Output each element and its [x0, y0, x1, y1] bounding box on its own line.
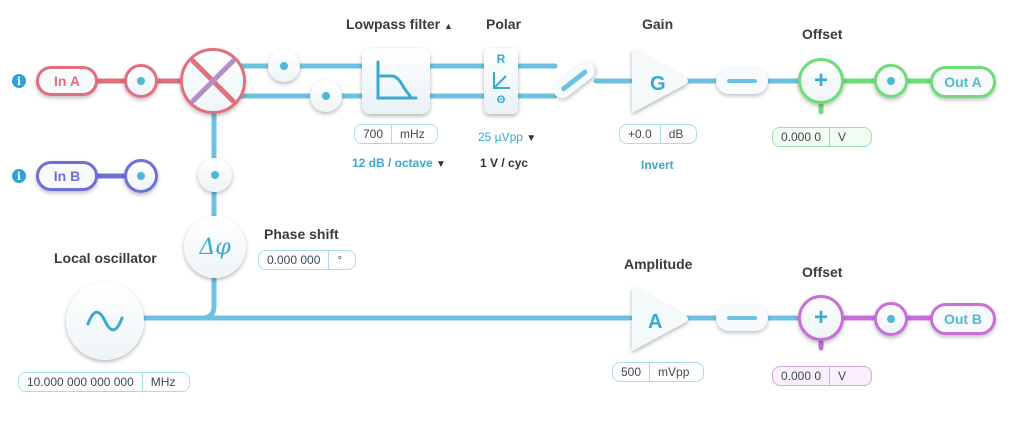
in-a-probe-node[interactable]	[124, 64, 158, 98]
info-icon[interactable]: i	[12, 169, 26, 183]
oscillator-frequency-value: 10.000 000 000 000	[27, 375, 134, 389]
reference-probe-node[interactable]	[198, 158, 232, 192]
polar-block[interactable]: R Θ	[484, 48, 518, 114]
probe-dot-icon	[887, 315, 895, 323]
offset-b-value-field[interactable]: 0.000 0 V	[772, 366, 872, 386]
plus-icon: +	[813, 67, 828, 94]
probe-dot-icon	[137, 172, 145, 180]
amplitude-amplifier-block[interactable]: A	[626, 284, 692, 354]
phase-shift-block[interactable]: Δφ	[184, 216, 246, 278]
sine-wave-icon	[86, 310, 124, 332]
gain-amplifier-block[interactable]: G	[626, 46, 692, 116]
offset-a-title: Offset	[802, 26, 843, 42]
offset-a-value: 0.000 0	[781, 130, 822, 144]
offset-b-unit: V	[829, 367, 854, 385]
out-a-probe-node[interactable]	[874, 64, 908, 98]
probe-dot-icon	[322, 92, 330, 100]
plus-icon: +	[813, 304, 828, 331]
polar-title: Polar	[486, 16, 522, 32]
phase-shift-unit: °	[328, 251, 350, 269]
probe-dot-icon	[280, 62, 288, 70]
offset-b-sum-node[interactable]: +	[798, 295, 844, 341]
dropdown-arrow-icon: ▼	[526, 133, 537, 144]
local-oscillator-title: Local oscillator	[54, 250, 157, 266]
phase-shift-title: Phase shift	[264, 226, 339, 242]
oscillator-frequency-field[interactable]: 10.000 000 000 000 MHz	[18, 372, 190, 392]
polar-range-text: 25 µVpp	[478, 130, 523, 144]
out-b-button[interactable]: Out B	[930, 303, 996, 335]
mixer-button[interactable]	[180, 48, 246, 114]
delta-phi-icon: Δφ	[199, 234, 231, 260]
offset-a-sum-node[interactable]: +	[798, 58, 844, 104]
phase-shift-field[interactable]: 0.000 000 °	[258, 250, 356, 270]
lowpass-title[interactable]: Lowpass filter ▲	[346, 16, 453, 32]
lowpass-cutoff-field[interactable]: 700 mHz	[354, 124, 438, 144]
polar-range-dropdown[interactable]: 25 µVpp ▼	[478, 130, 536, 144]
amplitude-symbol: A	[648, 311, 662, 333]
in-b-probe-node[interactable]	[124, 159, 158, 193]
mixer-cross-icon	[190, 58, 236, 104]
minus-icon	[727, 79, 757, 83]
probe-dot-icon	[137, 77, 145, 85]
out-a-button[interactable]: Out A	[930, 66, 996, 98]
out-b-probe-node[interactable]	[874, 302, 908, 336]
oscillator-frequency-unit: MHz	[141, 373, 184, 391]
amplitude-title: Amplitude	[624, 256, 693, 272]
offset-a-unit: V	[829, 128, 854, 146]
offset-b-title: Offset	[802, 264, 843, 280]
amplitude-value: 500	[621, 365, 642, 379]
local-oscillator-block[interactable]	[66, 282, 144, 360]
mixer-y-probe-node[interactable]	[310, 80, 342, 112]
gain-unit: dB	[659, 125, 692, 143]
gain-value-field[interactable]: +0.0 dB	[619, 124, 697, 144]
invert-a-button[interactable]	[716, 68, 768, 94]
phase-shift-value: 0.000 000	[267, 253, 321, 267]
lowpass-title-text: Lowpass filter	[346, 16, 441, 32]
polar-scale-label: 1 V / cyc	[480, 156, 529, 170]
gain-value: +0.0	[628, 127, 652, 141]
dropdown-arrow-icon: ▼	[436, 159, 446, 170]
amplitude-unit: mVpp	[649, 363, 697, 381]
lowpass-filter-block[interactable]	[362, 48, 430, 114]
lowpass-order-dropdown[interactable]: 12 dB / octave ▼	[352, 156, 446, 170]
expand-arrow-icon: ▲	[444, 21, 453, 31]
info-icon[interactable]: i	[12, 74, 26, 88]
lowpass-cutoff-value: 700	[363, 127, 384, 141]
offset-a-value-field[interactable]: 0.000 0 V	[772, 127, 872, 147]
lowpass-curve-icon	[376, 60, 418, 100]
gain-title: Gain	[642, 16, 674, 32]
probe-dot-icon	[887, 77, 895, 85]
mixer-x-probe-node[interactable]	[268, 50, 300, 82]
amplitude-value-field[interactable]: 500 mVpp	[612, 362, 704, 382]
minus-icon	[727, 316, 757, 320]
gain-invert-toggle[interactable]: Invert	[641, 158, 674, 172]
probe-dot-icon	[211, 171, 219, 179]
lowpass-order-text: 12 dB / octave	[352, 156, 433, 170]
invert-b-button[interactable]	[716, 305, 768, 331]
polar-theta-label: Θ	[496, 94, 506, 106]
in-a-button[interactable]: In A	[36, 66, 98, 96]
polar-r-label: R	[496, 52, 506, 66]
polar-angle-icon	[493, 72, 510, 89]
lowpass-cutoff-unit: mHz	[391, 125, 433, 143]
gain-symbol: G	[650, 73, 666, 95]
offset-b-value: 0.000 0	[781, 369, 822, 383]
in-b-button[interactable]: In B	[36, 161, 98, 191]
